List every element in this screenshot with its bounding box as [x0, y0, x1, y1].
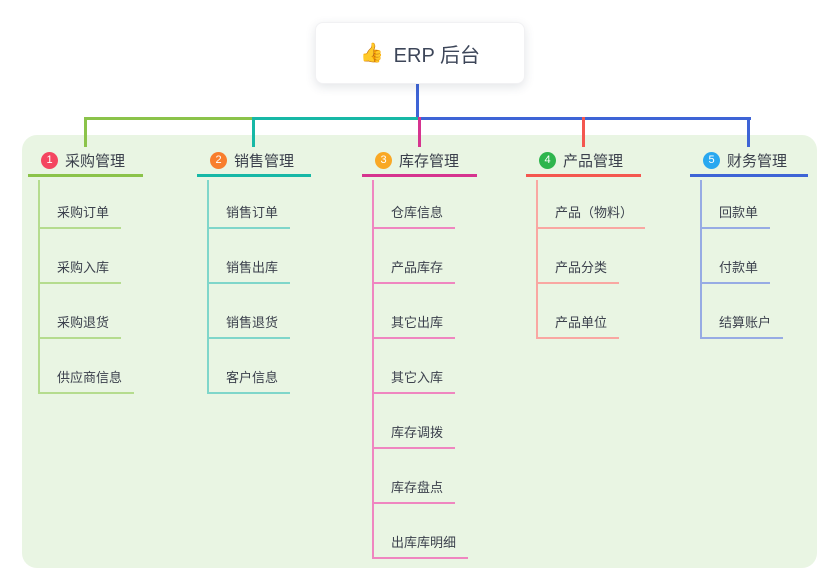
branch-header-财务管理[interactable]: 5 财务管理 — [690, 146, 808, 177]
branch-drop-line — [747, 117, 750, 147]
child-node-其它入库[interactable]: 其它入库 — [372, 371, 456, 394]
root-title: ERP 后台 — [393, 44, 480, 67]
main-connector-segment — [84, 117, 254, 120]
main-connector-segment — [419, 117, 751, 120]
child-node-销售退货[interactable]: 销售退货 — [207, 316, 291, 339]
branch-header-销售管理[interactable]: 2 销售管理 — [197, 146, 311, 177]
child-node-结算账户[interactable]: 结算账户 — [700, 316, 784, 339]
branch-label: 销售管理 — [234, 152, 295, 170]
main-connector-segment — [253, 117, 421, 120]
child-node-销售出库[interactable]: 销售出库 — [207, 261, 291, 284]
branch-label: 库存管理 — [399, 152, 460, 170]
child-node-销售订单[interactable]: 销售订单 — [207, 206, 291, 229]
thumbs-up-icon: 👍 — [360, 43, 384, 64]
branch-header-产品管理[interactable]: 4 产品管理 — [526, 146, 641, 177]
child-node-付款单[interactable]: 付款单 — [700, 261, 771, 284]
root-node[interactable]: 👍 ERP 后台 — [315, 22, 525, 84]
child-node-产品单位[interactable]: 产品单位 — [536, 316, 620, 339]
child-node-产品分类[interactable]: 产品分类 — [536, 261, 620, 284]
child-node-出库库明细[interactable]: 出库库明细 — [372, 536, 469, 559]
child-node-仓库信息[interactable]: 仓库信息 — [372, 206, 456, 229]
child-node-库存盘点[interactable]: 库存盘点 — [372, 481, 456, 504]
child-node-采购订单[interactable]: 采购订单 — [38, 206, 122, 229]
mindmap-panel — [22, 135, 817, 568]
branch-child-spine — [38, 180, 40, 394]
child-node-库存调拨[interactable]: 库存调拨 — [372, 426, 456, 449]
branch-child-spine — [536, 180, 538, 339]
branch-number-badge: 2 — [210, 151, 227, 169]
child-node-采购退货[interactable]: 采购退货 — [38, 316, 122, 339]
branch-drop-line — [252, 117, 255, 147]
branch-label: 采购管理 — [65, 152, 126, 170]
branch-label: 产品管理 — [563, 152, 624, 170]
branch-drop-line — [418, 117, 421, 147]
branch-number-badge: 3 — [375, 151, 392, 169]
branch-child-spine — [372, 180, 374, 559]
child-node-回款单[interactable]: 回款单 — [700, 206, 771, 229]
branch-child-spine — [207, 180, 209, 394]
child-node-供应商信息[interactable]: 供应商信息 — [38, 371, 135, 394]
branch-number-badge: 1 — [41, 151, 58, 169]
branch-drop-line — [582, 117, 585, 147]
child-node-其它出库[interactable]: 其它出库 — [372, 316, 456, 339]
branch-label: 财务管理 — [727, 152, 788, 170]
branch-number-badge: 4 — [539, 151, 556, 169]
branch-header-库存管理[interactable]: 3 库存管理 — [362, 146, 477, 177]
branch-header-采购管理[interactable]: 1 采购管理 — [28, 146, 143, 177]
branch-number-badge: 5 — [703, 151, 720, 169]
child-node-客户信息[interactable]: 客户信息 — [207, 371, 291, 394]
branch-drop-line — [84, 117, 87, 147]
root-drop-line — [416, 82, 419, 120]
branch-child-spine — [700, 180, 702, 339]
child-node-产品库存[interactable]: 产品库存 — [372, 261, 456, 284]
child-node-采购入库[interactable]: 采购入库 — [38, 261, 122, 284]
child-node-产品（物料）[interactable]: 产品（物料） — [536, 206, 646, 229]
